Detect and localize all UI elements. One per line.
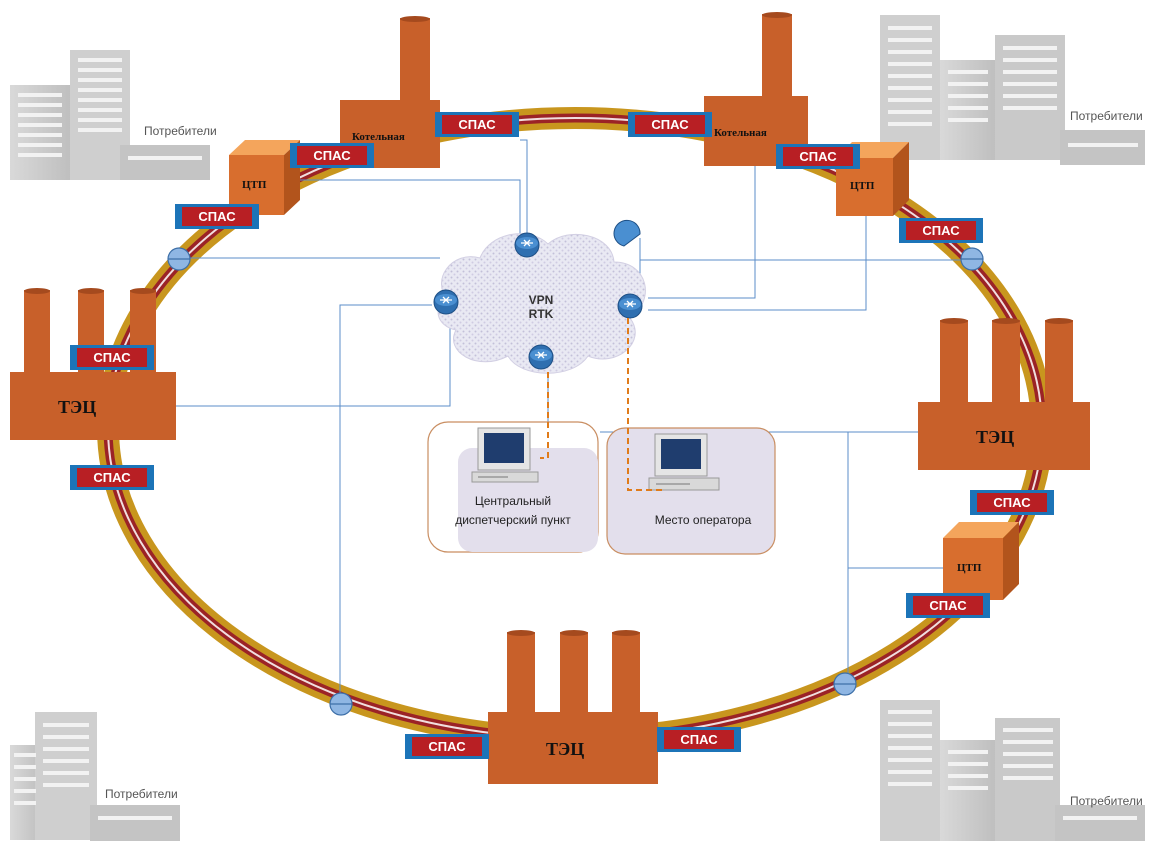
tec-label-left: ТЭЦ — [58, 397, 96, 417]
consumers-top-left — [10, 50, 210, 180]
tec-label-bottom: ТЭЦ — [546, 739, 584, 759]
boiler-label-right: Котельная — [714, 127, 767, 139]
spas-badge-4: СПАС — [776, 144, 860, 169]
valve-icon-left — [167, 247, 191, 271]
svg-text:СПАС: СПАС — [313, 148, 351, 163]
ctp-building-right — [943, 522, 1019, 600]
spas-badge-8: СПАС — [70, 465, 154, 490]
spas-badge-6: СПАС — [899, 218, 983, 243]
consumers-top-right — [880, 15, 1145, 165]
spas-badge-3: СПАС — [290, 143, 374, 168]
tec-plant-right — [918, 318, 1090, 470]
control-room-label-line2: диспетчерский пункт — [455, 513, 571, 527]
router-icon-bottom — [528, 344, 554, 370]
valve-icon-right — [960, 247, 984, 271]
spas-badge-9: СПАС — [970, 490, 1054, 515]
operator-label: Место оператора — [655, 513, 752, 527]
router-icon-left — [433, 289, 459, 315]
boiler-label-left: Котельная — [352, 131, 405, 143]
rtk-label: RTK — [529, 307, 554, 321]
ctp-label-right: ЦТП — [957, 562, 982, 574]
boiler-house-right — [704, 12, 808, 166]
ctp-building-top-left — [229, 140, 300, 215]
ctp-label-top-right: ЦТП — [850, 180, 875, 192]
spas-badge-10: СПАС — [906, 593, 990, 618]
vpn-label: VPN — [529, 293, 554, 307]
router-icon-top — [514, 232, 540, 258]
spas-badge-5: СПАС — [175, 204, 259, 229]
svg-text:СПАС: СПАС — [680, 732, 718, 747]
consumers-label-bottom-left: Потребители — [105, 787, 178, 801]
spas-badge-7: СПАС — [70, 345, 154, 370]
valve-icon-bottom-right — [833, 672, 857, 696]
tec-label-right: ТЭЦ — [976, 427, 1014, 447]
tec-plant-bottom — [488, 630, 658, 784]
svg-text:СПАС: СПАС — [458, 117, 496, 132]
consumers-label-top-right: Потребители — [1070, 109, 1143, 123]
spas-badge-11: СПАС — [405, 734, 489, 759]
svg-text:СПАС: СПАС — [93, 470, 131, 485]
svg-text:СПАС: СПАС — [799, 149, 837, 164]
spas-badge-12: СПАС — [657, 727, 741, 752]
svg-text:СПАС: СПАС — [93, 350, 131, 365]
svg-text:СПАС: СПАС — [198, 209, 236, 224]
consumers-label-bottom-right: Потребители — [1070, 794, 1143, 808]
consumers-bottom-left — [10, 712, 180, 841]
computer-icon-control-room — [471, 427, 539, 483]
valve-icon-bottom-left — [329, 692, 353, 716]
consumers-bottom-right — [880, 700, 1145, 841]
svg-text:СПАС: СПАС — [929, 598, 967, 613]
spas-badge-1: СПАС — [435, 112, 519, 137]
operator-dashed-link — [627, 318, 664, 491]
svg-text:СПАС: СПАС — [428, 739, 466, 754]
router-icon-right — [617, 293, 643, 319]
svg-text:СПАС: СПАС — [651, 117, 689, 132]
operator-box — [606, 427, 776, 555]
control-room-dashed-link — [540, 372, 549, 459]
dish-icon — [613, 219, 641, 247]
ctp-label-top-left: ЦТП — [242, 179, 267, 191]
svg-text:СПАС: СПАС — [993, 495, 1031, 510]
network-lines — [176, 139, 970, 700]
spas-badge-2: СПАС — [628, 112, 712, 137]
ctp-building-top-right — [836, 142, 909, 216]
control-room-label-line1: Центральный — [475, 494, 551, 508]
computer-icon-operator — [648, 433, 720, 491]
tec-plant-left — [10, 288, 176, 440]
svg-text:СПАС: СПАС — [922, 223, 960, 238]
consumers-label-top-left: Потребители — [144, 124, 217, 138]
